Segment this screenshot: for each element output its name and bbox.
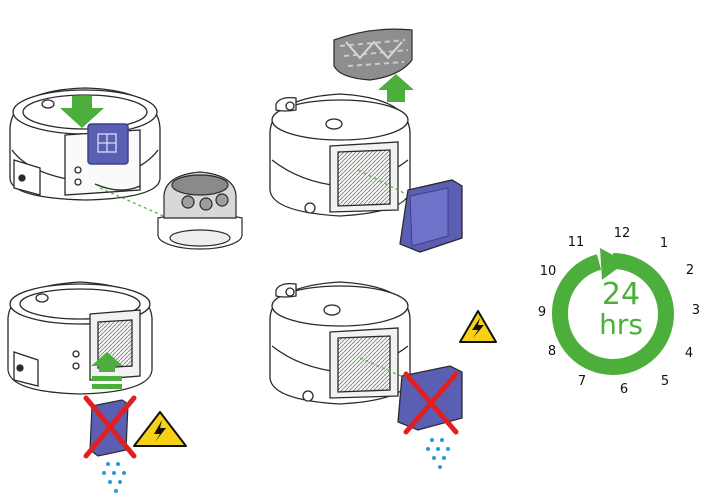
- robot-body-bottom-middle: [270, 282, 410, 404]
- bin-release-button: [88, 124, 128, 164]
- hour-6: 6: [620, 382, 628, 397]
- clock-24-hours: 24 hrs 12 1 2 3 4 5 6 7 8 9 10 11: [538, 226, 700, 397]
- water-drops-icon: [426, 438, 450, 469]
- center-unit: hrs: [599, 308, 643, 341]
- electric-hazard-icon: [460, 311, 496, 342]
- hour-2: 2: [686, 263, 694, 278]
- hour-3: 3: [692, 303, 700, 318]
- removed-bin: [158, 172, 242, 249]
- hour-8: 8: [548, 344, 556, 359]
- hour-4: 4: [685, 346, 693, 361]
- hour-7: 7: [578, 374, 586, 389]
- lift-up-arrow-icon: [378, 74, 414, 102]
- robot-body-bottom-left: [8, 282, 152, 394]
- robot-body-top-middle: [270, 94, 410, 216]
- hour-11: 11: [568, 235, 585, 250]
- center-number: 24: [602, 277, 640, 312]
- electric-hazard-icon: [134, 412, 186, 446]
- panel-filter-removal: [270, 29, 462, 252]
- arrow-head-icon: [600, 248, 626, 280]
- filter-cartridge-grey: [334, 29, 412, 80]
- hour-1: 1: [660, 236, 668, 251]
- panel-bin-removal: [10, 88, 242, 249]
- water-drops-icon: [102, 462, 126, 493]
- panel-bin-reinsert: [8, 282, 186, 493]
- hour-9: 9: [538, 305, 546, 320]
- hour-5: 5: [661, 374, 669, 389]
- panel-filter-reinsert: [270, 282, 496, 469]
- hour-10: 10: [540, 264, 557, 279]
- hour-12: 12: [614, 226, 631, 241]
